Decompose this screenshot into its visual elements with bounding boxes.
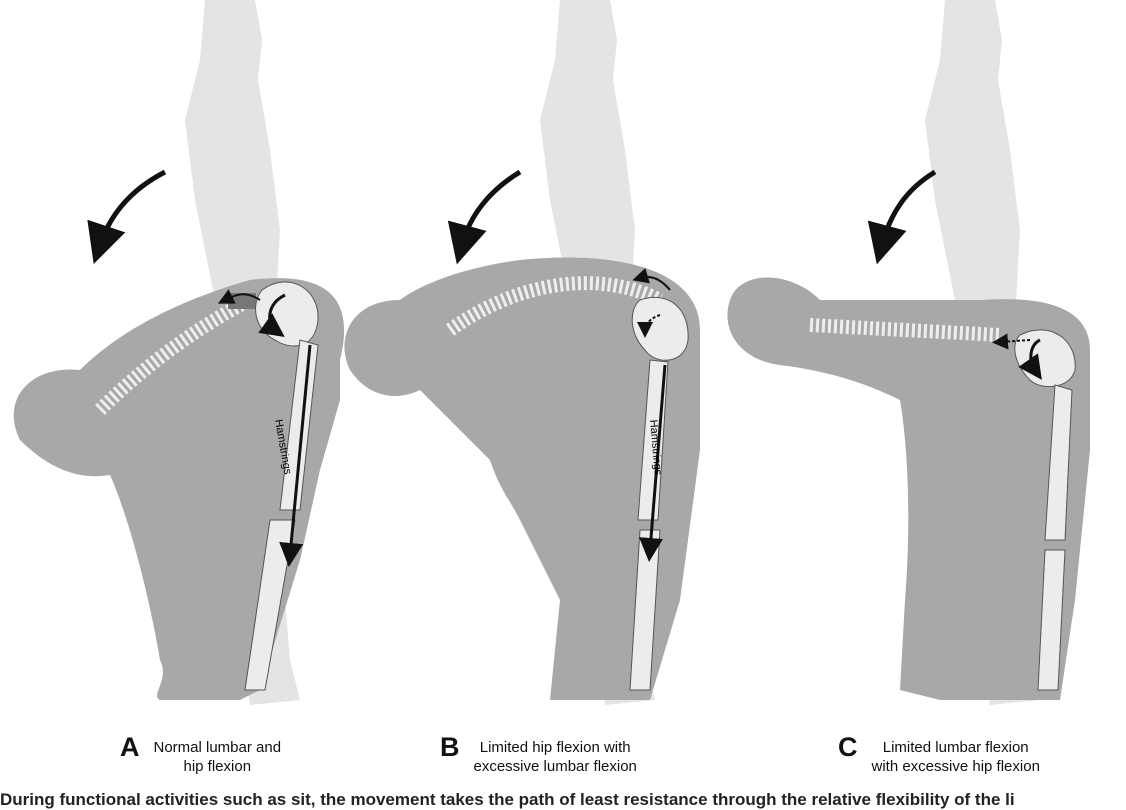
femur-bone	[637, 359, 669, 521]
panel-caption: Limited lumbar flexion with excessive hi…	[872, 734, 1040, 776]
bent-figure	[344, 257, 700, 700]
panel-c	[727, 0, 1090, 705]
caption-line: Normal lumbar and	[153, 739, 282, 756]
spine	[445, 276, 664, 336]
pelvis-rotation-arrow	[637, 314, 661, 338]
panel-b-label: B Limited hip flexion with excessive lum…	[440, 734, 637, 776]
caption-line: Limited lumbar flexion	[882, 739, 1029, 756]
panel-caption: Normal lumbar and hip flexion	[154, 734, 282, 776]
caption-line: hip flexion	[183, 758, 252, 775]
panel-letter: C	[838, 732, 858, 762]
pelvis-rotation-arrow	[258, 293, 286, 337]
panel-caption: Limited hip flexion with excessive lumba…	[474, 734, 637, 776]
panel-letter: A	[120, 732, 140, 762]
lumbar-arrow	[992, 333, 1031, 350]
bent-figure	[727, 277, 1090, 700]
panel-letter: B	[440, 732, 460, 762]
femur-bone	[279, 339, 319, 511]
panel-b: Hamstrings	[344, 0, 700, 705]
pelvis-rotation-arrow	[1018, 338, 1042, 380]
caption-line: with excessive hip flexion	[871, 758, 1040, 775]
pelvis-bone	[631, 296, 689, 361]
lumbar-arrow	[217, 289, 261, 304]
tibia-bone	[1037, 549, 1066, 691]
panel-c-label: C Limited lumbar flexion with excessive …	[838, 734, 1040, 776]
panel-a: Hamstrings	[13, 0, 345, 705]
lumbar-arrow	[632, 268, 671, 291]
caption-line: Limited hip flexion with	[479, 739, 631, 756]
bend-direction-arrow	[447, 169, 522, 265]
panel-a-label: A Normal lumbar and hip flexion	[120, 734, 281, 776]
caption-line: excessive lumbar flexion	[473, 758, 637, 775]
hamstrings-arrow	[279, 344, 312, 567]
bend-direction-arrow	[867, 169, 937, 265]
tibia-bone	[629, 529, 661, 691]
hamstrings-arrow	[639, 364, 667, 562]
hamstrings-label: Hamstrings	[647, 419, 664, 476]
footer-caption: During functional activities such as sit…	[0, 790, 1015, 809]
figure-illustration: Hamstrings Hamstrings	[13, 0, 1090, 705]
spine	[809, 318, 1001, 342]
bend-direction-arrow	[87, 169, 167, 264]
femur-bone	[1044, 384, 1073, 541]
